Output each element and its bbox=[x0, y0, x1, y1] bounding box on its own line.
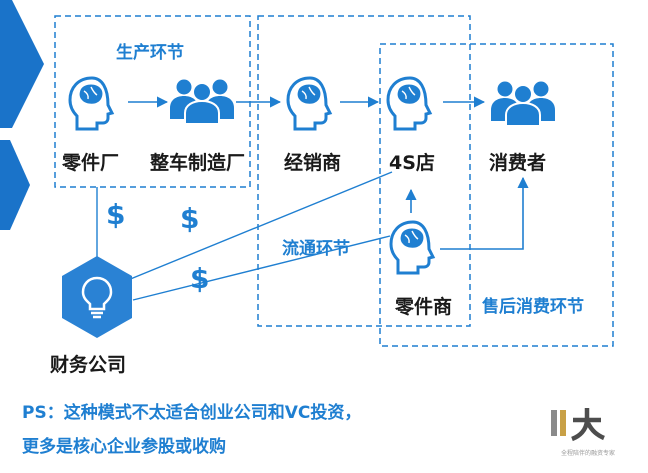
logo: 全程陪伴的融资专家 bbox=[538, 404, 638, 460]
section-label-production: 生产环节 bbox=[116, 43, 184, 63]
logo-mark bbox=[551, 408, 605, 442]
brain-head-icon bbox=[68, 76, 114, 131]
decor-chevron bbox=[0, 140, 30, 230]
people-group-icon bbox=[490, 80, 556, 127]
aftersales-box bbox=[379, 43, 614, 347]
section-label-circulation: 流通环节 bbox=[282, 239, 350, 259]
node-label-finance: 财务公司 bbox=[50, 354, 127, 376]
brain-head-icon bbox=[286, 76, 332, 131]
lightbulb-icon bbox=[81, 276, 113, 319]
node-label-consumer: 消费者 bbox=[489, 152, 547, 174]
node-label-dealer: 经销商 bbox=[284, 152, 342, 174]
note-line-2: 更多是核心企业参股或收购 bbox=[22, 437, 226, 457]
node-label-4s-store: 4S店 bbox=[389, 152, 435, 174]
section-label-aftersales: 售后消费环节 bbox=[482, 297, 584, 317]
node-label-parts-factory: 零件厂 bbox=[62, 152, 120, 174]
logo-tagline: 全程陪伴的融资专家 bbox=[560, 451, 615, 457]
link-finance-partsdealer bbox=[132, 235, 391, 301]
finance-node bbox=[62, 256, 132, 338]
money-symbol-icon: $ bbox=[180, 202, 200, 235]
people-group-icon bbox=[169, 78, 235, 125]
brain-head-icon bbox=[389, 220, 435, 275]
money-symbol-icon: $ bbox=[106, 198, 126, 231]
node-label-vehicle-factory: 整车制造厂 bbox=[150, 152, 246, 174]
node-label-parts-dealer: 零件商 bbox=[395, 296, 453, 318]
brain-head-icon bbox=[386, 76, 432, 131]
note-line-1: PS：这种模式不太适合创业公司和VC投资， bbox=[22, 403, 362, 423]
hexagon-shape bbox=[62, 256, 132, 338]
decor-chevron bbox=[0, 0, 44, 128]
link-finance-4s bbox=[127, 171, 393, 281]
arrow-partsdealer-to-consumer bbox=[440, 176, 529, 250]
money-symbol-icon: $ bbox=[190, 262, 210, 295]
circulation-box bbox=[257, 15, 471, 327]
